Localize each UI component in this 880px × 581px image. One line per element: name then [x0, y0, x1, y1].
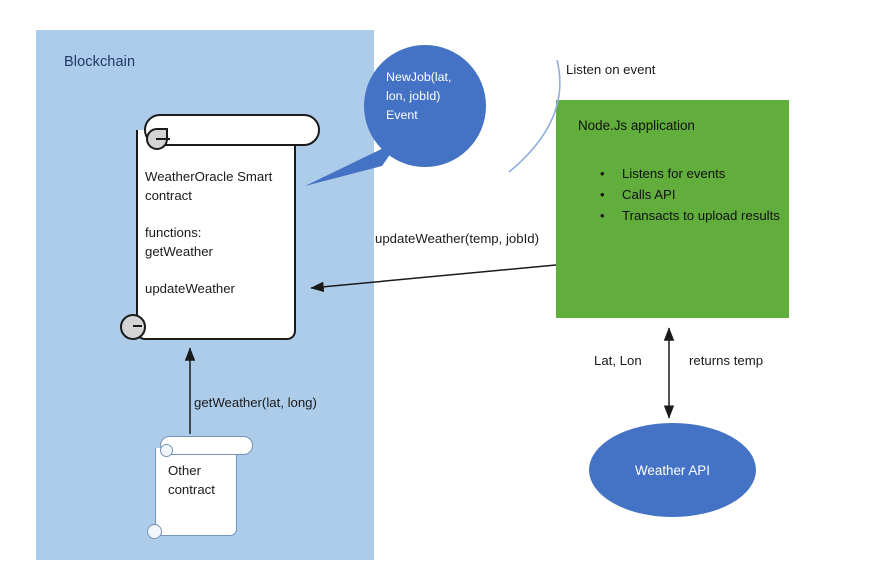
lat-lon-arrow-label: Lat, Lon: [594, 353, 642, 368]
scroll-bottom-curl-icon: [147, 524, 162, 539]
weather-api-label: Weather API: [635, 462, 710, 478]
returns-temp-arrow-label: returns temp: [689, 353, 764, 368]
other-contract-text: Other contract: [168, 463, 215, 497]
other-contract-shape: [147, 436, 265, 546]
blockchain-label: Blockchain: [64, 54, 136, 70]
update-weather-arrow-label: updateWeather(temp, jobId): [375, 231, 539, 246]
new-job-event-bubble-text: NewJob(lat, lon, jobId) Event: [386, 70, 452, 122]
scroll-body: [136, 130, 296, 340]
weather-api-ellipse: Weather API: [589, 423, 756, 517]
list-item: Listens for events: [600, 164, 807, 185]
node-js-application-bullets: Listens for events Calls API Transacts t…: [600, 164, 807, 227]
scroll-top-curl-notch-icon: [156, 138, 170, 140]
scroll-top-roll: [144, 114, 320, 146]
scroll-top-curl-icon: [160, 444, 173, 457]
list-item: Calls API: [600, 185, 807, 206]
scroll-top-roll: [160, 436, 253, 455]
listen-on-event-label: Listen on event: [566, 62, 656, 77]
weather-oracle-contract-shape: [120, 114, 336, 354]
node-js-application-title: Node.Js application: [578, 118, 695, 133]
get-weather-arrow-label: getWeather(lat, long): [194, 395, 317, 410]
weather-oracle-contract-text: WeatherOracle Smart contract functions: …: [145, 169, 273, 297]
scroll-bottom-curl-icon: [120, 314, 146, 340]
list-item: Transacts to upload results: [600, 206, 807, 227]
scroll-body: [155, 448, 237, 536]
listen-on-event-arc: [508, 59, 561, 173]
